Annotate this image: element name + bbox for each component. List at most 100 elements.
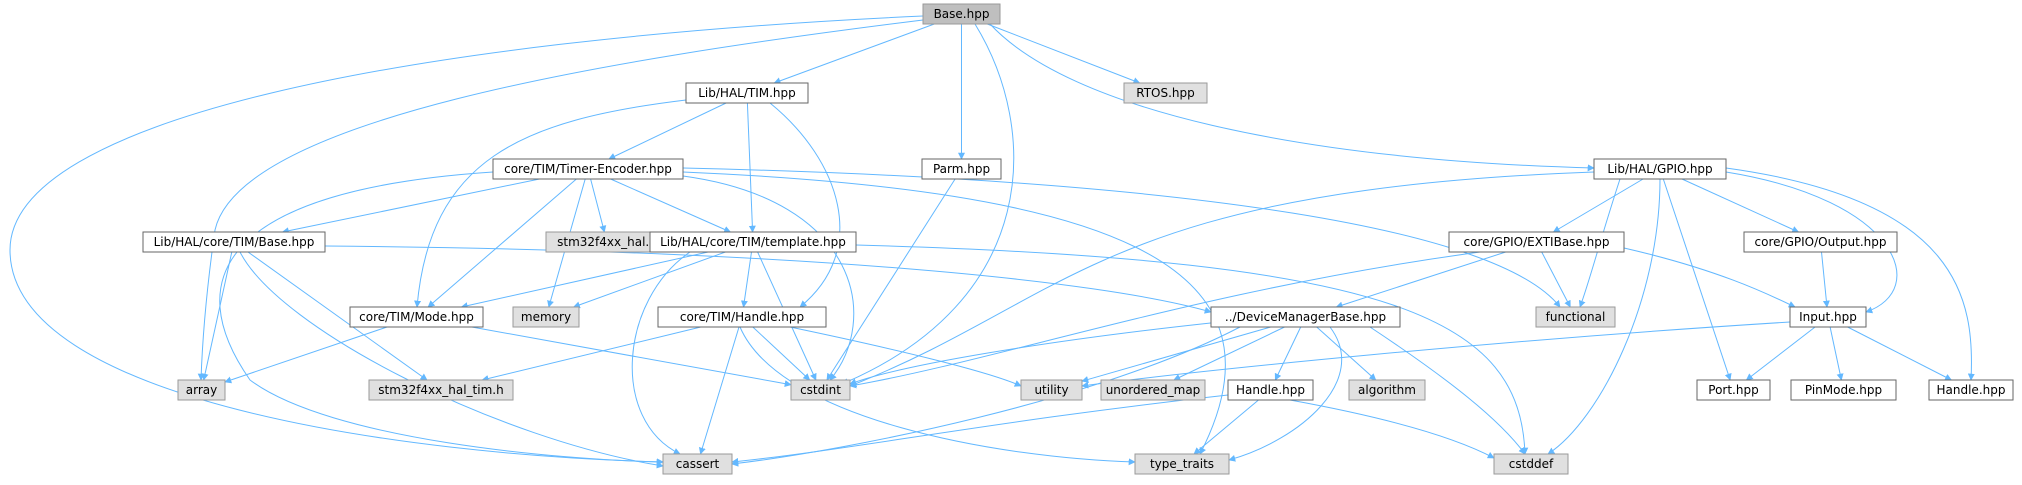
node-core-gpio-extibase[interactable]: core/GPIO/EXTIBase.hpp [1448, 231, 1625, 253]
edge-lib_hal_core_tim_base-to-array [201, 251, 233, 381]
edge-core_gpio_output-to-input_hpp [1821, 251, 1830, 308]
edge-core_tim_timer_encoder-to-stm32f4xx_hal_h [590, 178, 607, 233]
node-box [1100, 379, 1206, 401]
node-cstddef: cstddef [1493, 453, 1569, 475]
node-label: unordered_map [1106, 383, 1201, 397]
node-box [921, 158, 1002, 180]
node-label: core/TIM/Handle.hpp [680, 310, 804, 324]
node-handle-hpp-mid[interactable]: Handle.hpp [1227, 379, 1314, 401]
node-label: stm32f4xx_hal_tim.h [378, 383, 503, 397]
edge-base_hpp-to-lib_hal_tim_hpp [773, 23, 935, 85]
node-core-gpio-output[interactable]: core/GPIO/Output.hpp [1743, 231, 1898, 253]
node-cstdint: cstdint [790, 379, 851, 401]
node-box [1123, 82, 1208, 104]
edge-lib_hal_core_tim_template-to-cstddef [855, 244, 1529, 455]
edge-device_manager_base-to-utility [1081, 326, 1271, 383]
node-box [1696, 379, 1771, 401]
edge-lib_hal_gpio_hpp-to-functional [1578, 178, 1621, 308]
node-parm-hpp[interactable]: Parm.hpp [921, 158, 1002, 180]
node-label: Lib/HAL/core/TIM/template.hpp [660, 235, 846, 249]
edge-lib_hal_core_tim_base-to-stm32f4xx_hal_tim_h [247, 251, 428, 381]
node-rtos-hpp: RTOS.hpp [1123, 82, 1208, 104]
edge-handle_hpp_mid-to-cstddef [1289, 399, 1495, 459]
node-handle-hpp-right[interactable]: Handle.hpp [1928, 379, 2014, 401]
node-core-tim-mode[interactable]: core/TIM/Mode.hpp [349, 306, 484, 328]
edge-core_tim_timer_encoder-to-lib_hal_core_tim_base [281, 178, 540, 235]
edge-core_tim_timer_encoder-to-functional [682, 167, 1561, 308]
edge-core_tim_handle-to-stm32f4xx_hal_tim_h [481, 326, 701, 382]
edge-core_tim_handle-to-cstdint [752, 326, 811, 381]
edge-input_hpp-to-pinmode_hpp [1829, 326, 1844, 381]
edge-lib_hal_core_tim_template-to-cassert [631, 251, 691, 455]
node-box [1928, 379, 2014, 401]
edge-core_tim_timer_encoder-to-cassert [219, 171, 664, 466]
edge-base_hpp-to-rtos_hpp [987, 23, 1141, 84]
node-box [657, 306, 827, 328]
edge-core_tim_handle-to-type_traits [739, 326, 1136, 466]
node-lib-hal-gpio-hpp[interactable]: Lib/HAL/GPIO.hpp [1593, 158, 1727, 180]
edge-core_tim_mode-to-cstdint [471, 326, 792, 388]
edge-core_tim_timer_encoder-to-lib_hal_core_tim_template [610, 178, 732, 233]
edge-device_manager_base-to-cstdint [849, 321, 1221, 386]
node-input-hpp[interactable]: Input.hpp [1789, 306, 1867, 328]
node-label: array [186, 383, 217, 397]
node-label: core/GPIO/EXTIBase.hpp [1464, 235, 1610, 249]
edge-device_manager_base-to-unordered_map [1173, 326, 1285, 381]
edge-parm_hpp-to-cstdint [826, 178, 956, 381]
node-box [1790, 379, 1897, 401]
edge-core_tim_timer_encoder-to-core_tim_mode [427, 178, 577, 308]
node-lib-hal-tim-hpp[interactable]: Lib/HAL/TIM.hpp [685, 82, 809, 104]
edge-lib_hal_gpio_hpp-to-port_hpp [1662, 178, 1732, 381]
edge-device_manager_base-to-cassert [731, 326, 1241, 467]
node-label: RTOS.hpp [1136, 86, 1195, 100]
node-core-tim-timer-encoder[interactable]: core/TIM/Timer-Encoder.hpp [492, 158, 684, 180]
node-label: Lib/HAL/GPIO.hpp [1607, 162, 1712, 176]
edge-device_manager_base-to-cstddef [1369, 326, 1526, 455]
edge-input_hpp-to-port_hpp [1745, 326, 1816, 381]
node-box [790, 379, 851, 401]
node-label: PinMode.hpp [1805, 383, 1882, 397]
edge-lib_hal_tim_hpp-to-lib_hal_core_tim_template [746, 102, 756, 233]
node-core-tim-handle[interactable]: core/TIM/Handle.hpp [657, 306, 827, 328]
node-label: cstdint [800, 383, 841, 397]
node-device-manager-base[interactable]: ../DeviceManagerBase.hpp [1210, 306, 1401, 328]
node-box [1493, 453, 1569, 475]
node-label: Base.hpp [934, 7, 990, 21]
node-algorithm: algorithm [1348, 379, 1426, 401]
node-box [177, 379, 226, 401]
edge-lib_hal_core_tim_base-to-cassert [239, 251, 664, 469]
node-lib-hal-core-tim-template[interactable]: Lib/HAL/core/TIM/template.hpp [649, 231, 857, 253]
node-functional: functional [1535, 306, 1616, 328]
edge-base_hpp-to-array [197, 19, 924, 381]
node-lib-hal-core-tim-base[interactable]: Lib/HAL/core/TIM/Base.hpp [142, 231, 326, 253]
node-box [1743, 231, 1898, 253]
node-box [1348, 379, 1426, 401]
edge-handle_hpp_mid-to-cassert [731, 394, 1229, 465]
edge-lib_hal_tim_hpp-to-core_tim_mode [414, 99, 687, 308]
node-base-hpp: Base.hpp [922, 3, 1001, 25]
node-label: Lib/HAL/TIM.hpp [698, 86, 796, 100]
node-label: Handle.hpp [1937, 383, 2006, 397]
node-label: utility [1034, 383, 1068, 397]
edge-handle_hpp_mid-to-type_traits [1193, 399, 1259, 455]
node-array: array [177, 379, 226, 401]
node-pinmode-hpp[interactable]: PinMode.hpp [1790, 379, 1897, 401]
node-label: core/TIM/Timer-Encoder.hpp [504, 162, 672, 176]
node-port-hpp[interactable]: Port.hpp [1696, 379, 1771, 401]
node-label: Lib/HAL/core/TIM/Base.hpp [154, 235, 315, 249]
node-memory: memory [512, 306, 580, 328]
node-box [1593, 158, 1727, 180]
edge-lib_hal_core_tim_template-to-memory [572, 251, 726, 309]
node-stm32f4xx-hal-tim-h: stm32f4xx_hal_tim.h [368, 379, 514, 401]
edge-core_tim_handle-to-cassert [698, 326, 740, 455]
node-box [1210, 306, 1401, 328]
node-label: Input.hpp [1799, 310, 1857, 324]
edge-core_gpio_extibase-to-device_manager_base [1335, 251, 1506, 309]
edge-device_manager_base-to-algorithm [1316, 326, 1377, 381]
edge-lib_hal_gpio_hpp-to-cstddef [1547, 178, 1661, 455]
node-label: type_traits [1150, 457, 1214, 471]
node-label: Handle.hpp [1236, 383, 1305, 397]
node-box [1448, 231, 1625, 253]
node-box [649, 231, 857, 253]
